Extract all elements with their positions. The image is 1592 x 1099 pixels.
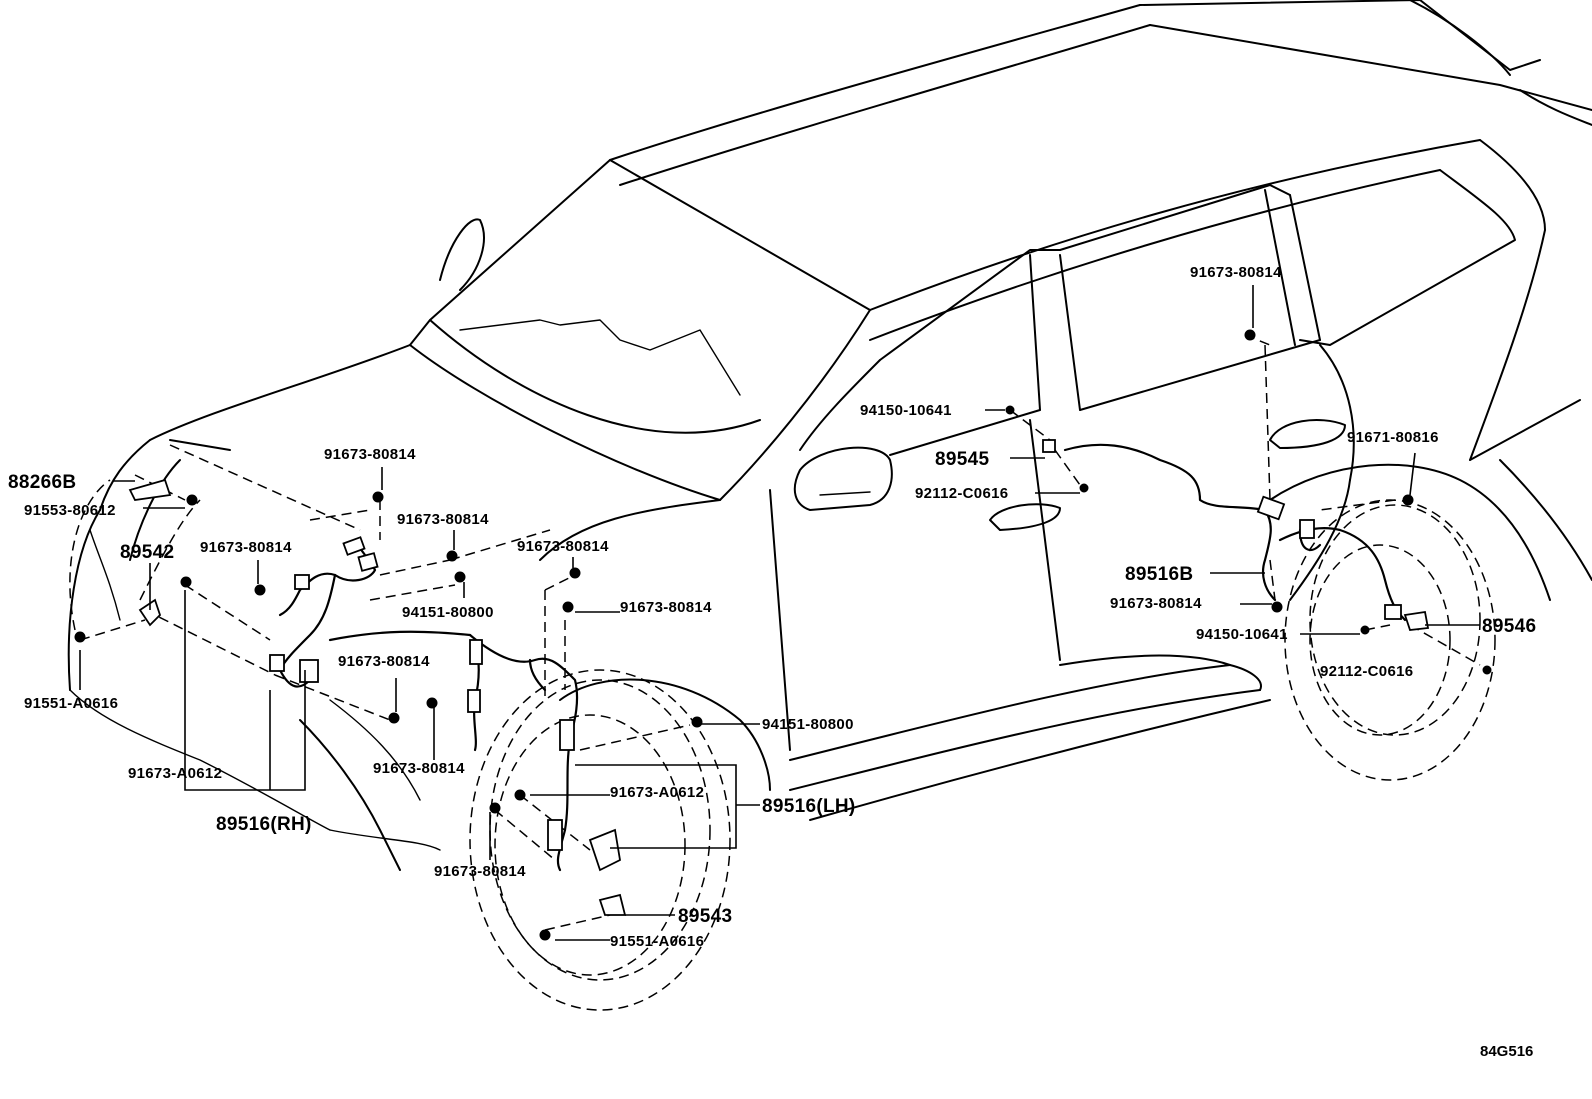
label-91673-80814-c: 91673-80814 [200, 539, 292, 556]
part-labels: 88266B 91553-80612 89542 91551-A0616 916… [8, 264, 1536, 1060]
front-rh-harness [128, 478, 472, 688]
rear-harness [1042, 439, 1430, 631]
label-91673-80814-d: 91673-80814 [517, 538, 609, 555]
figure-code: 84G516 [1480, 1043, 1533, 1060]
label-89516-RH: 89516(RH) [216, 814, 312, 835]
label-91551-A0616-left: 91551-A0616 [24, 695, 118, 712]
label-91673-80814-g: 91673-80814 [373, 760, 465, 777]
label-94151-80800-a: 94151-80800 [402, 604, 494, 621]
label-94151-80800-b: 94151-80800 [762, 716, 854, 733]
label-91673-80814-e: 91673-80814 [620, 599, 712, 616]
label-91673-80814-b: 91673-80814 [397, 511, 489, 528]
label-89546: 89546 [1482, 616, 1536, 637]
label-89543: 89543 [678, 906, 732, 927]
leader-lines [79, 285, 1480, 941]
vehicle-body-outline [67, 0, 1592, 871]
label-91671-80816: 91671-80816 [1347, 429, 1439, 446]
label-91673-A0612-right: 91673-A0612 [610, 784, 704, 801]
label-89516-LH: 89516(LH) [762, 796, 856, 817]
label-89542: 89542 [120, 542, 174, 563]
label-92112-C0616-a: 92112-C0616 [915, 485, 1008, 502]
label-91673-80814-a: 91673-80814 [324, 446, 416, 463]
label-91673-80814-h: 91673-80814 [434, 863, 526, 880]
fasteners [74, 329, 1492, 941]
wheels [69, 479, 1496, 1011]
label-89545: 89545 [935, 449, 989, 470]
label-92112-C0616-b: 92112-C0616 [1320, 663, 1413, 680]
label-89516B: 89516B [1125, 564, 1193, 585]
label-94150-10641-a: 94150-10641 [860, 402, 952, 419]
front-lh-harness [467, 633, 627, 916]
label-91551-A0616-bottom: 91551-A0616 [610, 933, 704, 950]
label-91673-80814-top-right: 91673-80814 [1190, 264, 1282, 281]
label-88266B: 88266B [8, 472, 76, 493]
label-91673-80814-f: 91673-80814 [338, 653, 430, 670]
label-94150-10641-b: 94150-10641 [1196, 626, 1288, 643]
label-91673-80814-j: 91673-80814 [1110, 595, 1202, 612]
label-91673-A0612-left: 91673-A0612 [128, 765, 222, 782]
label-91553-80612: 91553-80612 [24, 502, 116, 519]
